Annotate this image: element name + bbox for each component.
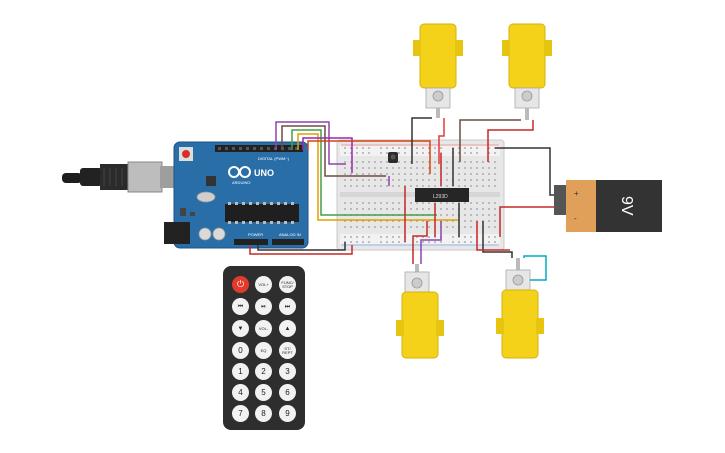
power-button[interactable]: ⏻ — [232, 276, 249, 293]
arduino-brand-text: ARDUINO — [232, 180, 250, 185]
battery-minus: - — [574, 214, 577, 223]
atmega-chip — [225, 204, 299, 222]
digit-0-button[interactable]: 0 — [232, 342, 249, 359]
motor-top-left — [413, 23, 463, 118]
st-rept-button[interactable]: ST/ REPT — [279, 342, 296, 359]
digital-label: DIGITAL (PWM~) — [258, 156, 290, 161]
arduino-crystal — [196, 191, 216, 203]
chip-label: L293D — [433, 194, 448, 200]
battery-label: 9V — [618, 196, 635, 216]
digit-9-button[interactable]: 9 — [279, 405, 296, 422]
motor-top-right — [502, 23, 552, 120]
digit-1-button[interactable]: 1 — [232, 363, 249, 380]
prev-button[interactable]: ⏮ — [232, 298, 249, 315]
digit-5-button[interactable]: 5 — [255, 384, 272, 401]
battery-9v: 9V + - — [554, 180, 662, 232]
digit-3-button[interactable]: 3 — [279, 363, 296, 380]
func-stop-button[interactable]: FUNC/ STOP — [279, 276, 296, 293]
arduino-regulator — [206, 176, 216, 186]
arduino-board: DIGITAL (PWM~) UNO ARDUINO POWER ANALOG … — [164, 141, 309, 249]
analog-label: ANALOG IN — [279, 232, 301, 237]
wires — [249, 117, 554, 281]
usb-cable — [62, 161, 186, 193]
vol-down-button[interactable]: VOL- — [255, 320, 272, 337]
uno-logo-text: UNO — [254, 168, 274, 178]
capacitor — [198, 227, 212, 241]
battery-plus: + — [574, 189, 579, 198]
digit-7-button[interactable]: 7 — [232, 405, 249, 422]
digit-4-button[interactable]: 4 — [232, 384, 249, 401]
remote-buttons: .rb{position:absolute;width:17px;height:… — [223, 266, 305, 430]
play-pause-button[interactable]: ⏯ — [255, 298, 272, 315]
next-button[interactable]: ⏭ — [279, 298, 296, 315]
up-button[interactable]: ▲ — [279, 320, 296, 337]
reset-button-icon — [182, 150, 190, 158]
motor-bottom-right — [496, 258, 544, 359]
motor-bottom-left — [396, 264, 444, 359]
power-label: POWER — [248, 232, 263, 237]
eq-button[interactable]: EQ — [255, 342, 272, 359]
digit-8-button[interactable]: 8 — [255, 405, 272, 422]
arduino-logo-icon — [228, 166, 251, 178]
down-button[interactable]: ▼ — [232, 320, 249, 337]
digit-2-button[interactable]: 2 — [255, 363, 272, 380]
capacitor — [212, 227, 226, 241]
breadboard: L293D — [336, 139, 505, 251]
vol-up-button[interactable]: VOL+ — [255, 276, 272, 293]
power-jack — [164, 222, 190, 244]
l293d-chip — [415, 188, 469, 202]
digit-6-button[interactable]: 6 — [279, 384, 296, 401]
